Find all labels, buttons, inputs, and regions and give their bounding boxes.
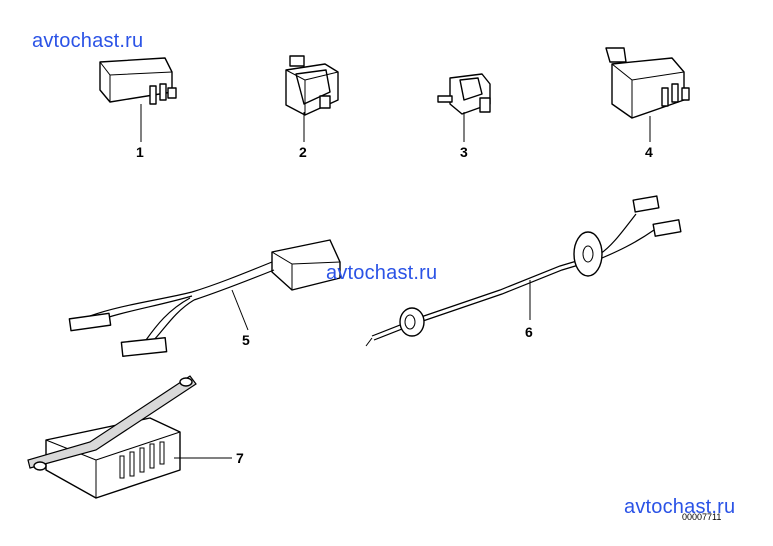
callout-3: 3 [460,144,468,160]
callout-1: 1 [136,144,144,160]
control-unit-part-7 [27,375,197,499]
callout-7: 7 [236,450,244,466]
watermark-bottom-right: avtochast.ru [624,496,736,518]
callout-5: 5 [242,332,250,348]
callout-4: 4 [645,144,653,160]
relay-part-1 [99,57,177,105]
relay-socket-part-2 [285,55,339,116]
callout-2: 2 [299,144,307,160]
callout-6: 6 [525,324,533,340]
vent-slots [119,441,165,479]
sensor-cable-part-6 [365,195,682,347]
leader-line-5 [231,289,249,331]
relay-socket-part-3 [437,73,491,115]
diagram-number: 00007711 [682,512,722,522]
watermark-center: avtochast.ru [326,262,438,284]
wiring-harness-part-5 [68,239,341,357]
watermark-top-left: avtochast.ru [32,30,144,52]
relay-part-4 [605,47,690,119]
